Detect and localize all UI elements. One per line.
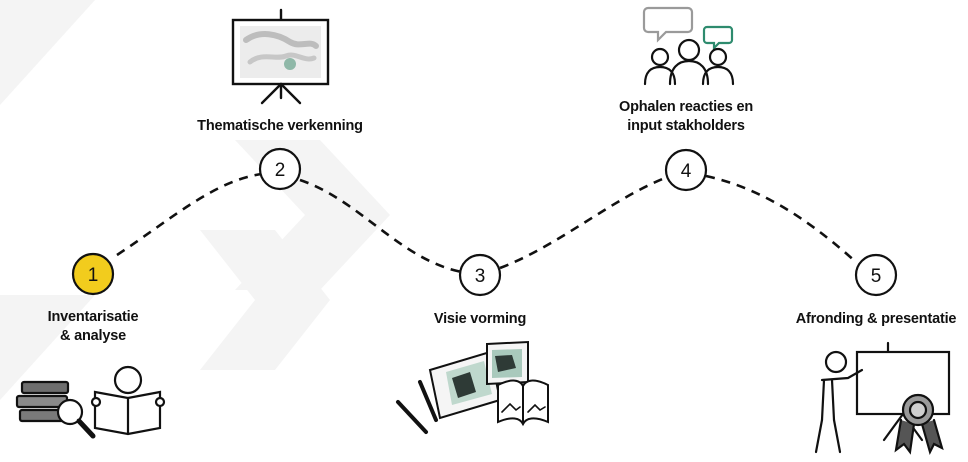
step-label-4: Ophalen reacties en input stakholders (618, 99, 753, 134)
step-label-2: Thematische verkenning (197, 118, 363, 134)
group-with-speech-bubbles-icon (642, 6, 735, 86)
sketches-and-pencils-icon (396, 340, 549, 434)
presenter-with-award-icon (814, 341, 951, 456)
step-number-3: 3 (475, 266, 486, 287)
step-number-5: 5 (871, 266, 882, 287)
books-and-reader-icon (15, 365, 166, 439)
step-circle-5: 5 (854, 253, 898, 297)
step-label-3: Visie vorming (433, 311, 527, 327)
step-circle-4: 4 (664, 148, 708, 192)
step-label-5: Afronding & presentatie (795, 311, 957, 327)
step-circle-1: 1 (71, 252, 115, 296)
step-number-4: 4 (681, 161, 692, 182)
step-label-1: Inventarisatie & analyse (47, 309, 139, 344)
step-number-2: 2 (275, 160, 286, 181)
step-number-1: 1 (88, 265, 99, 286)
presentation-board-icon (231, 8, 330, 105)
step-circle-3: 3 (458, 253, 502, 297)
step-circle-2: 2 (258, 147, 302, 191)
